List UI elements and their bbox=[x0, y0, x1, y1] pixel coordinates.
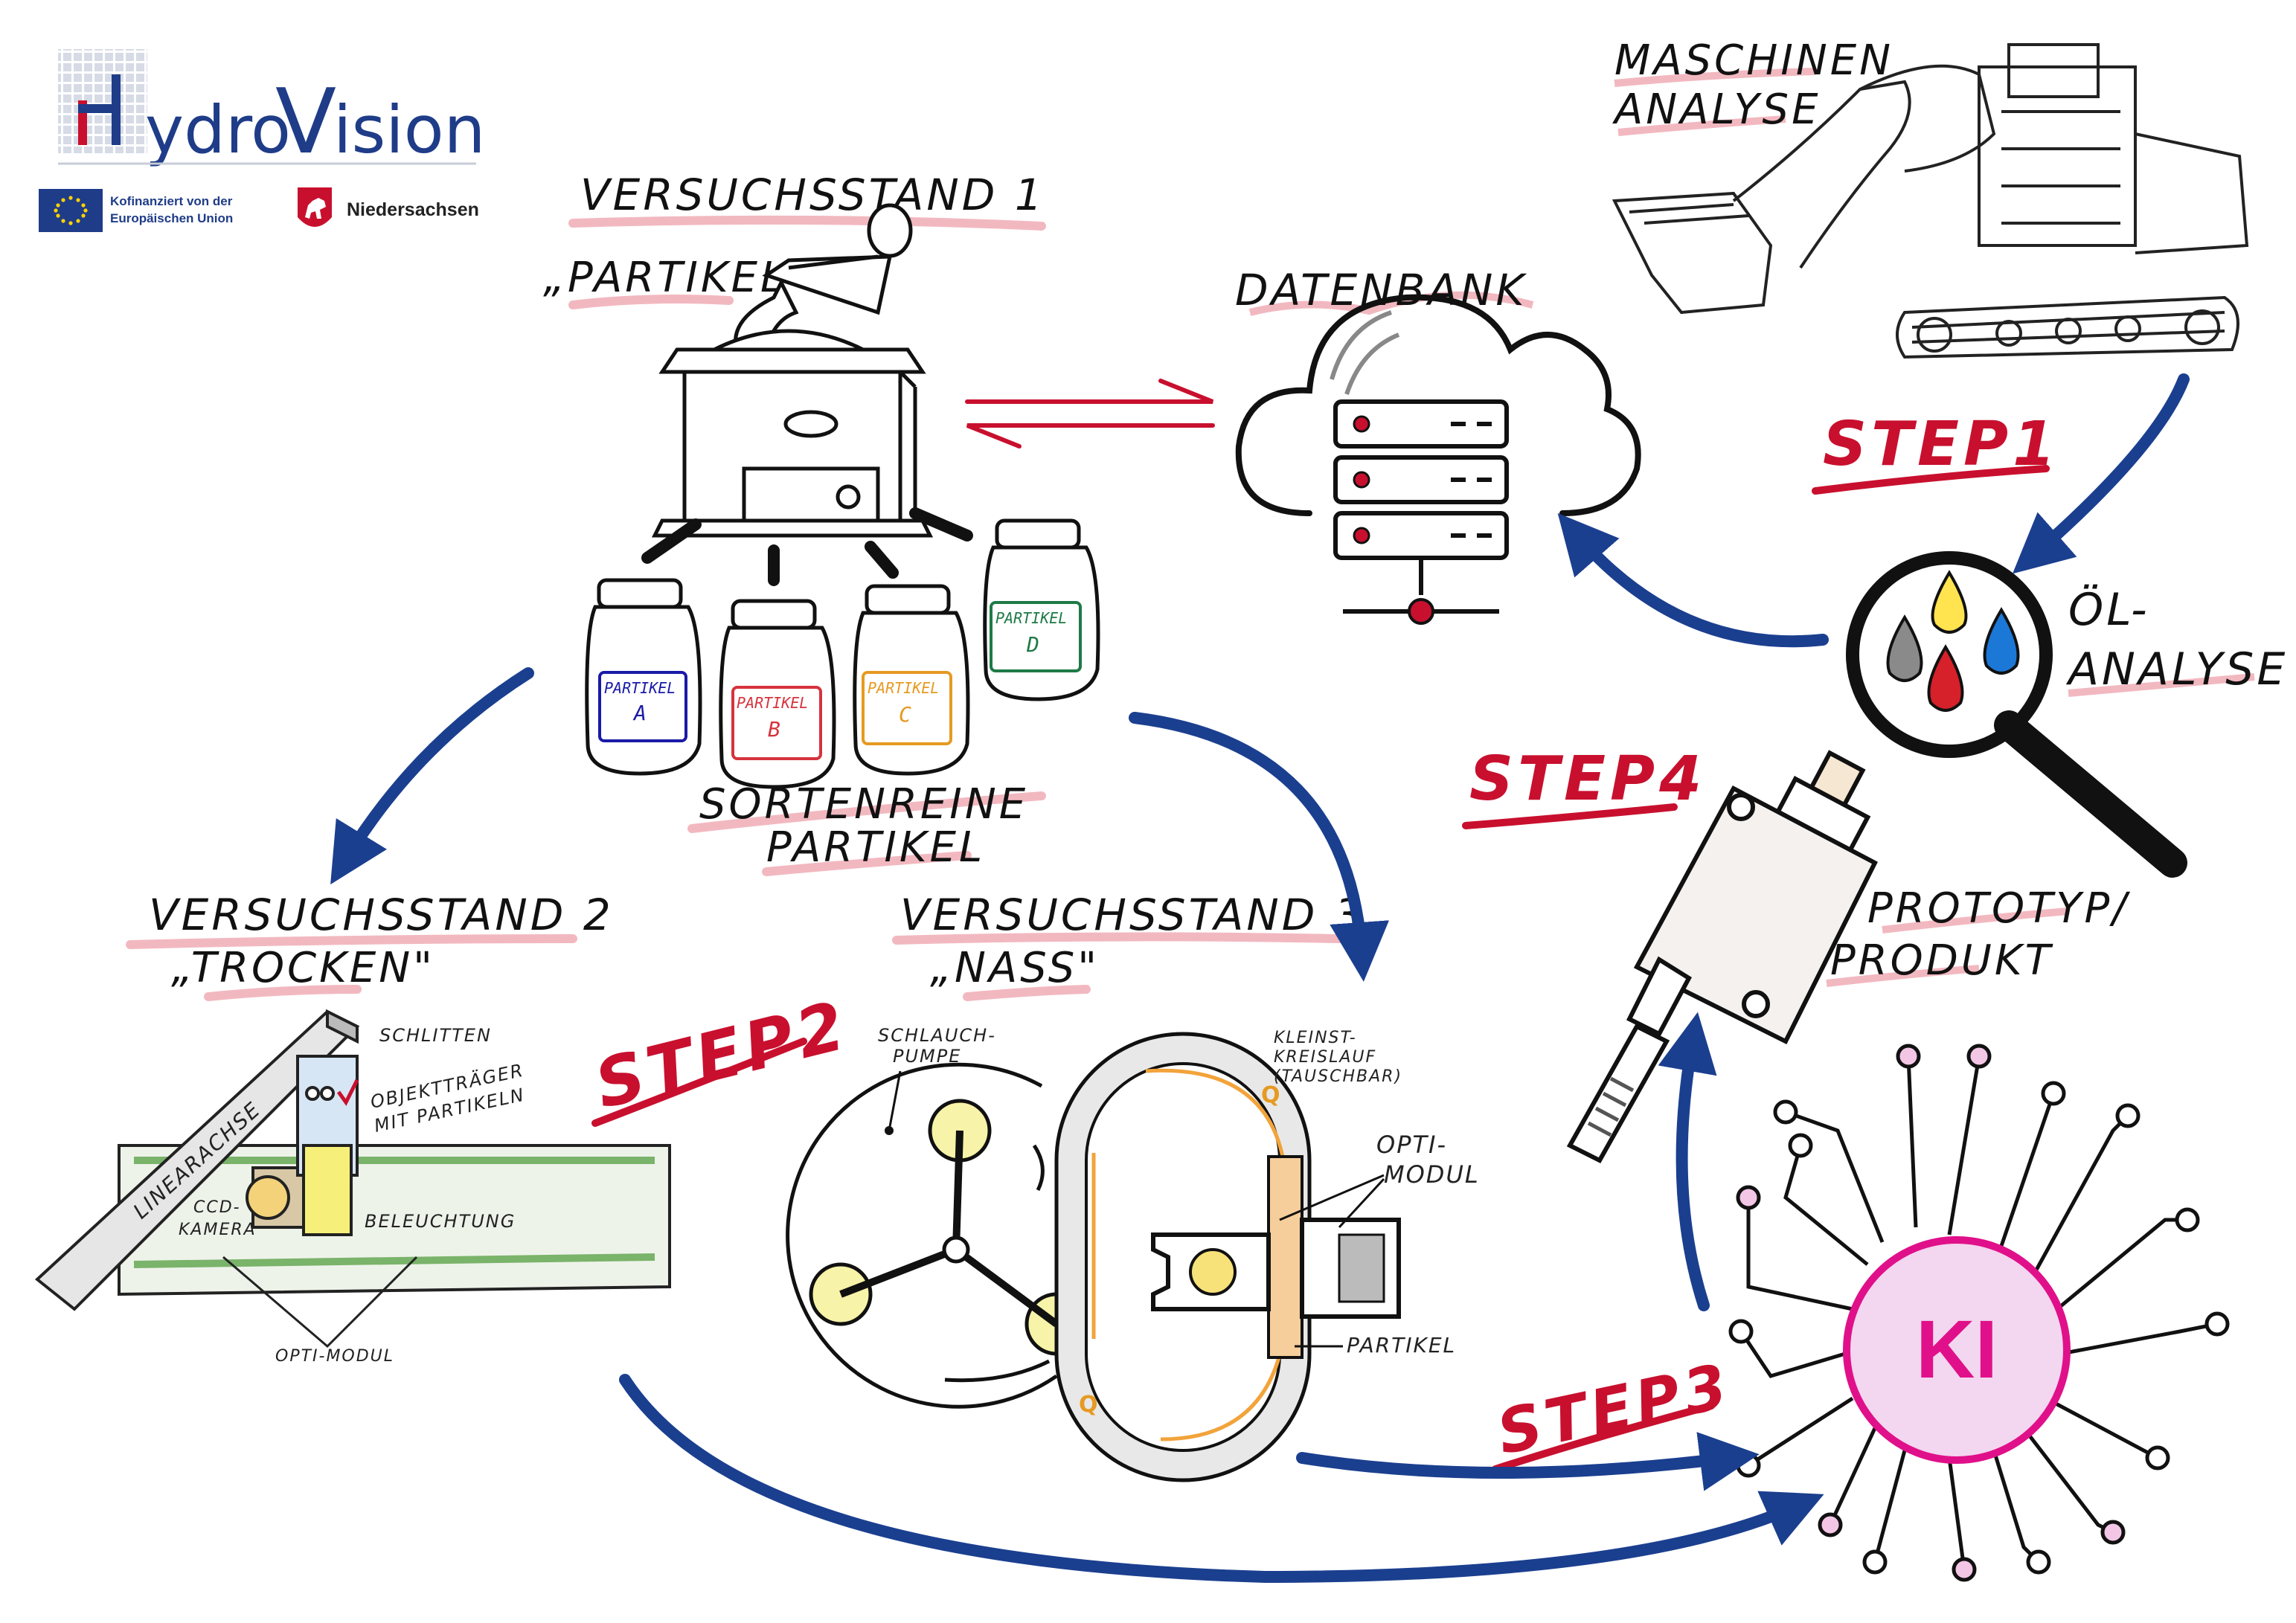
cloud-icon bbox=[1235, 294, 1641, 516]
label-schlitten: SCHLITTEN bbox=[379, 1025, 492, 1046]
arrow-vs2-to-ki bbox=[619, 1374, 1824, 1584]
label-kreislauf-1: KLEINST- bbox=[1274, 1029, 1357, 1047]
versuchsstand-3-subtitle: „NASS" bbox=[930, 944, 1100, 992]
oel-line-1: ÖL- bbox=[2068, 583, 2150, 636]
jar-d bbox=[983, 518, 1100, 701]
label-optimodul-2: OPTI-MODUL bbox=[275, 1347, 394, 1366]
arrow-maschinen-to-oel bbox=[2012, 373, 2190, 574]
jar-b-label: PARTIKEL bbox=[737, 694, 808, 712]
step-3: STEP3 bbox=[1491, 1350, 1737, 1473]
label-ccd-1: CCD- bbox=[193, 1198, 241, 1217]
loop-q-bottom: Q bbox=[1079, 1392, 1098, 1418]
eu-line-1: Kofinanziert von der bbox=[110, 194, 233, 208]
label-ccd-2: KAMERA bbox=[179, 1221, 257, 1239]
versuchsstand-1: VERSUCHSSTAND 1 „PARTIKEL" bbox=[543, 170, 1100, 876]
oil-drops-icon bbox=[1886, 570, 2020, 712]
jar-c-label: PARTIKEL bbox=[868, 679, 939, 697]
excavator-icon bbox=[1612, 43, 2249, 359]
label-opti-2: MODUL bbox=[1384, 1160, 1480, 1189]
logo-ision: ision bbox=[333, 91, 485, 168]
maschinen-line-1: MASCHINEN bbox=[1614, 36, 1893, 85]
versuchsstand-2: VERSUCHSSTAND 2 „TROCKEN" SCHLITTEN OBJE… bbox=[34, 890, 671, 1366]
label-kreislauf-3: (TAUSCHBAR) bbox=[1274, 1067, 1402, 1086]
sensor-device-icon bbox=[1566, 750, 1878, 1163]
label-opti-1: OPTI- bbox=[1376, 1131, 1447, 1159]
arrow-oel-to-datenbank bbox=[1557, 512, 1829, 648]
versuchsstand-1-subtitle: „PARTIKEL" bbox=[543, 254, 809, 302]
eu-line-2: Europäischen Union bbox=[110, 211, 233, 225]
ki-circle bbox=[1843, 1236, 2071, 1464]
step-4: STEP4 bbox=[1462, 744, 1706, 829]
jar-c-letter: C bbox=[899, 702, 911, 727]
sortenreine-line-2: PARTIKEL bbox=[766, 823, 985, 872]
optic-module-icon bbox=[1151, 1218, 1401, 1319]
oel-analyse: ÖL- ANALYSE bbox=[1846, 551, 2288, 878]
versuchsstand-2-title: VERSUCHSSTAND 2 bbox=[149, 890, 614, 940]
label-pumpe-2: PUMPE bbox=[893, 1046, 961, 1067]
step-1: STEP1 bbox=[1812, 409, 2059, 495]
jar-d-letter: D bbox=[1026, 632, 1039, 657]
grinder-leg-lines bbox=[641, 507, 973, 586]
datenbank: DATENBANK bbox=[1235, 265, 1641, 625]
prototyp-line-2: PRODUKT bbox=[1830, 936, 2053, 985]
logo-grid bbox=[58, 49, 147, 153]
linear-stage-icon bbox=[34, 1009, 671, 1311]
network-node-icon bbox=[1408, 598, 1434, 625]
jar-d-label: PARTIKEL bbox=[995, 609, 1067, 627]
hose-pump-icon bbox=[786, 1062, 1088, 1409]
prototyp: PROTOTYP/ PRODUKT bbox=[1566, 750, 2130, 1163]
hydrovision-logo: ydro V ision Kofinanziert von der Europä… bbox=[39, 49, 485, 232]
versuchsstand-3-title: VERSUCHSSTAND 3 bbox=[900, 890, 1365, 940]
versuchsstand-1-title: VERSUCHSSTAND 1 bbox=[580, 170, 1045, 220]
ki-label: KI bbox=[1916, 1304, 1998, 1395]
arrow-ki-to-prototyp bbox=[1658, 1012, 1717, 1311]
step-2-label: STEP2 bbox=[588, 986, 856, 1125]
jar-a bbox=[585, 578, 702, 776]
arrow-vs1-to-vs3 bbox=[1129, 712, 1390, 982]
label-beleuchtung: BELEUCHTUNG bbox=[365, 1211, 516, 1232]
logo-ydro: ydro bbox=[145, 91, 291, 168]
jar-c bbox=[853, 584, 970, 776]
niedersachsen-label: Niedersachsen bbox=[347, 199, 479, 220]
sortenreine-line-1: SORTENREINE bbox=[699, 780, 1028, 829]
versuchsstand-3: VERSUCHSSTAND 3 „NASS" SCHLAUCH- PUMPE bbox=[786, 890, 1480, 1482]
step-4-label: STEP4 bbox=[1469, 744, 1706, 814]
prototyp-line-1: PROTOTYP/ bbox=[1867, 884, 2130, 933]
step-2: STEP2 bbox=[588, 986, 856, 1127]
maschinen-analyse: MASCHINEN ANALYSE bbox=[1612, 36, 2249, 359]
oel-line-2: ANALYSE bbox=[2065, 643, 2288, 695]
logo-v: V bbox=[275, 71, 336, 174]
exchange-arrows bbox=[965, 379, 1215, 449]
label-kreislauf-2: KREISLAUF bbox=[1274, 1048, 1376, 1067]
jar-a-letter: A bbox=[632, 701, 647, 725]
jar-a-label: PARTIKEL bbox=[604, 679, 676, 697]
server-icon bbox=[1333, 399, 1509, 560]
step-1-label: STEP1 bbox=[1823, 409, 2059, 480]
eu-flag-icon bbox=[39, 189, 103, 232]
datenbank-title: DATENBANK bbox=[1235, 265, 1527, 315]
versuchsstand-2-subtitle: „TROCKEN" bbox=[171, 944, 435, 992]
flow-arrows bbox=[330, 373, 2190, 1584]
arrow-vs1-to-vs2 bbox=[330, 667, 534, 885]
ki-network-nodes bbox=[1728, 1044, 2230, 1582]
label-pumpe-1: SCHLAUCH- bbox=[878, 1025, 996, 1046]
arrow-vs3-to-ki bbox=[1296, 1432, 1760, 1491]
maschinen-line-2: ANALYSE bbox=[1612, 86, 1821, 134]
jar-b bbox=[719, 599, 836, 789]
grinder-icon bbox=[651, 203, 934, 538]
jar-b-letter: B bbox=[768, 717, 780, 742]
loop-q-top: Q bbox=[1261, 1082, 1280, 1108]
step-3-label: STEP3 bbox=[1491, 1350, 1737, 1468]
label-partikel: PARTIKEL bbox=[1347, 1333, 1456, 1357]
